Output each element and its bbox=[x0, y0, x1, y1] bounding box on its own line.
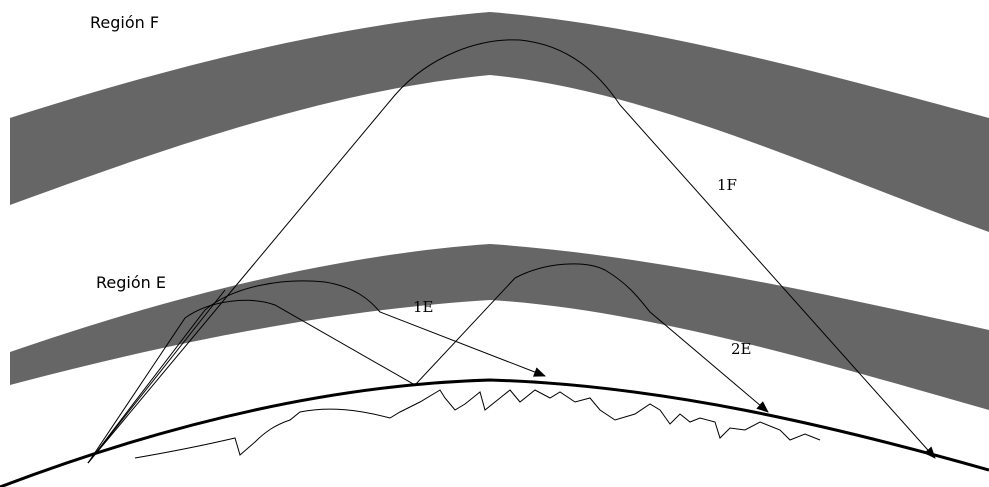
landmass-outline bbox=[134, 389, 821, 459]
path-2e bbox=[87, 263, 769, 464]
f-region-layer bbox=[10, 12, 989, 232]
e-region-label: Región E bbox=[96, 273, 166, 292]
path-2e-label: 2E bbox=[731, 340, 752, 358]
f-region-label: Región F bbox=[90, 13, 159, 32]
path-1e bbox=[87, 280, 546, 464]
path-high-angle-ray bbox=[87, 289, 226, 464]
path-1f bbox=[87, 39, 936, 464]
earth-surface bbox=[0, 378, 989, 487]
path-1f-label: 1F bbox=[717, 176, 737, 194]
path-1e-label: 1E bbox=[413, 298, 434, 316]
e-region-layer bbox=[10, 244, 989, 410]
